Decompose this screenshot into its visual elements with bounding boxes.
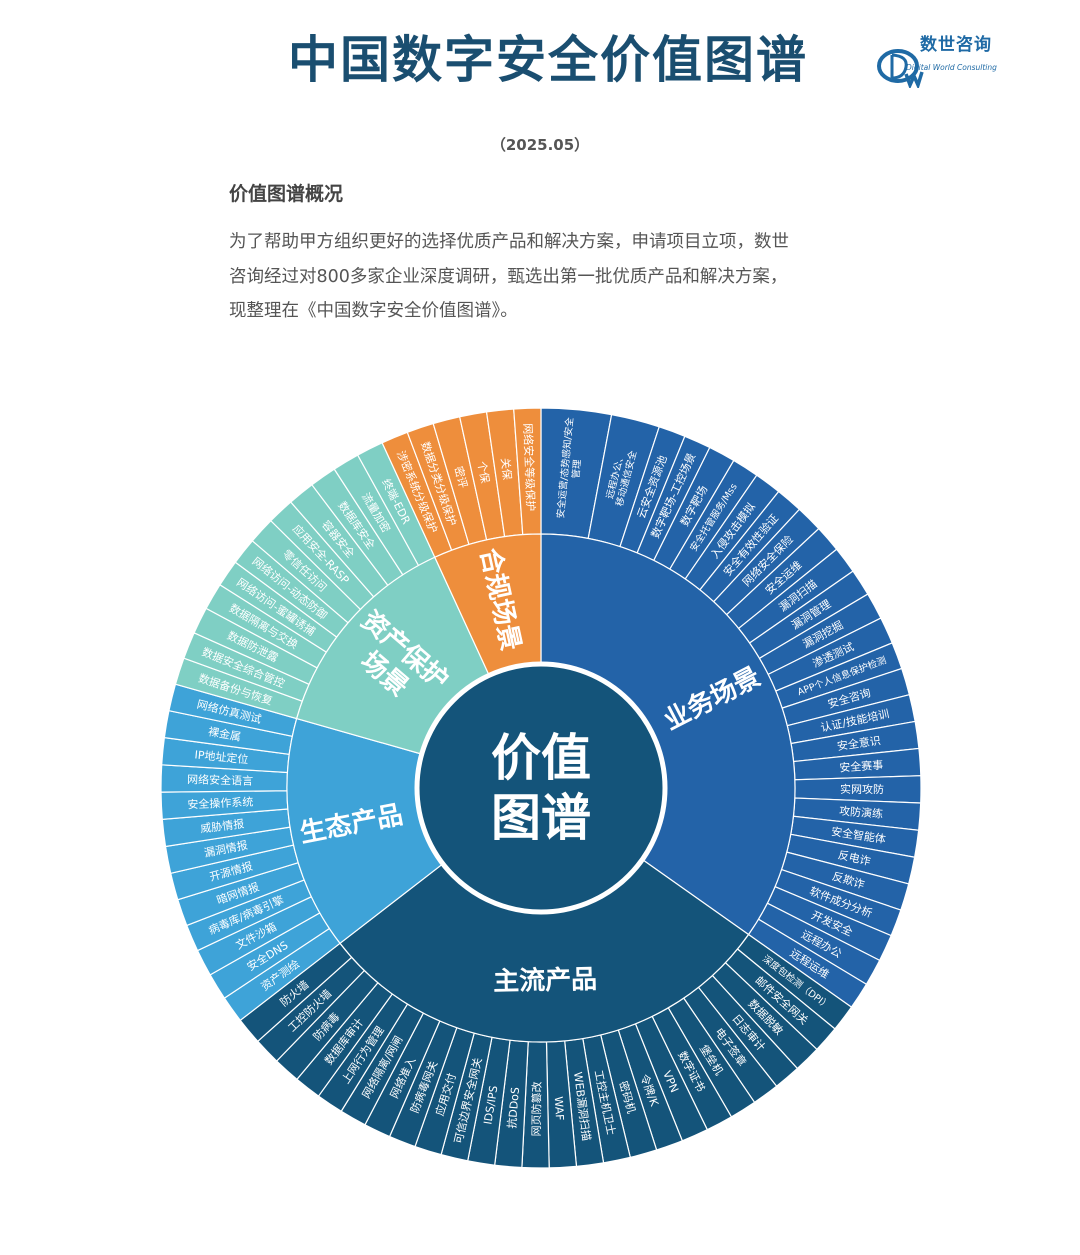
overview-line: 咨询经过对800多家企业深度调研，甄选出第一批优质产品和解决方案， [229,266,788,287]
segment-label: 裸金属 [207,724,242,743]
segment-label: 安全赛事 [839,757,884,774]
segment-label: 个保 [475,460,493,484]
segment-label: 网页防篡改 [528,1081,543,1136]
segment-label: 网络安全语言 [187,772,253,788]
page-title: 中国数字安全价值图谱 [288,31,808,89]
segment-label: 安全操作系统 [187,794,254,811]
segment-label: 攻防演练 [839,803,884,820]
logo-text-en: Digital World Consulting [906,63,997,72]
segment-label: IDS/IPS [481,1085,500,1126]
overview-line: 为了帮助甲方组织更好的选择优质产品和解决方案，申请项目立项，数世 [229,232,789,252]
overview-heading: 价值图谱概况 [229,183,344,205]
logo-text-cn: 数世咨询 [920,35,992,55]
report-date: （2025.05） [490,136,590,154]
category-label: 主流产品 [493,965,598,997]
segment-label: 安全意识 [836,733,882,753]
center-circle [414,661,668,915]
segment-label: 威胁情报 [200,816,245,835]
center-label: 价值图谱 [491,729,591,847]
segment-label: 实网攻防 [840,782,884,796]
dw-logo-icon [877,49,924,88]
overview-line: 现整理在《中国数字安全价值图谱》。 [229,301,518,321]
segment-label: 网络安全等级保护 [521,423,538,511]
segment-label: WAF [552,1096,566,1121]
segment-label: 抗DDoS [504,1086,522,1129]
segment-label: IP地址定位 [194,747,249,766]
brand-logo: 数世咨询 Digital World Consulting [876,36,1036,90]
segment-label: 密评 [452,465,471,490]
segment-label: 关保 [499,457,515,480]
overview-paragraph: 为了帮助甲方组织更好的选择优质产品和解决方案，申请项目立项，数世 咨询经过对80… [229,225,869,329]
